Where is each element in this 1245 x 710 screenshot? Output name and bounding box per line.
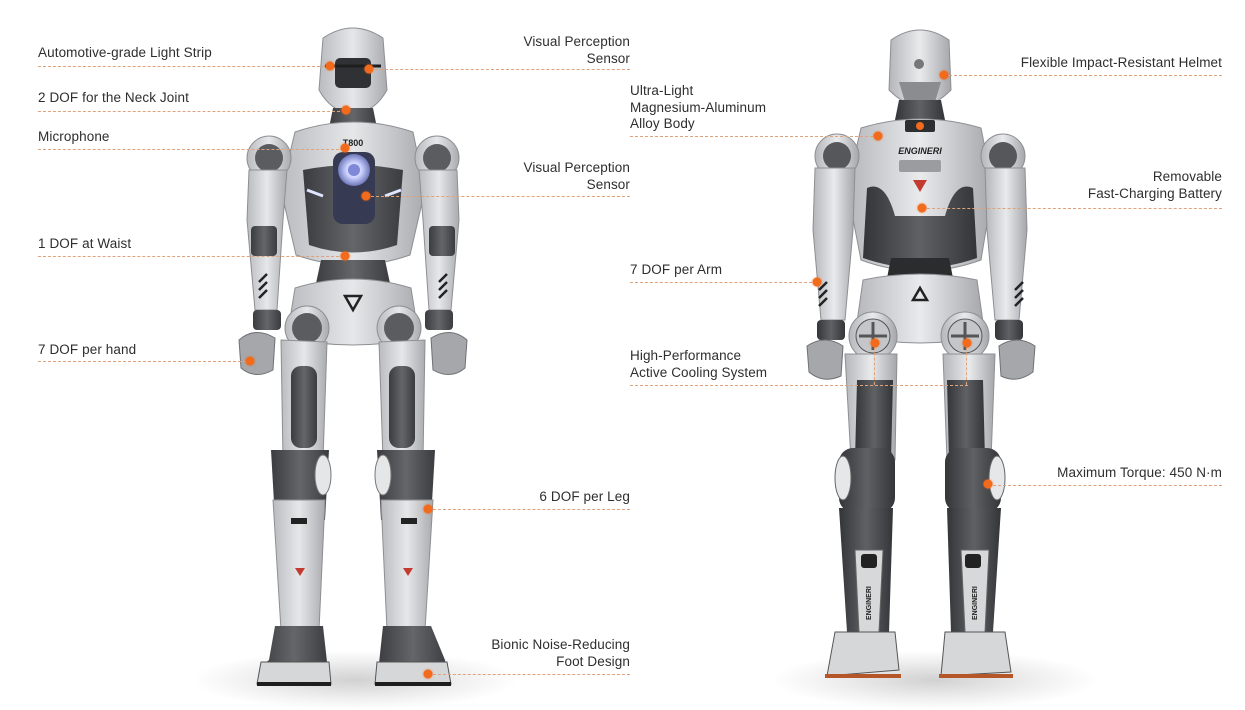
callout-waist-dot [340, 251, 350, 261]
back-left-shin-mark: ENGINERI [866, 586, 873, 620]
callout-waist-leader [38, 256, 344, 257]
callout-helmet-leader [944, 75, 1222, 76]
front-chest-mark: T800 [343, 138, 364, 148]
callout-foot-label: Bionic Noise-Reducing Foot Design [440, 637, 630, 670]
callout-microphone-leader [38, 149, 344, 150]
front-robot-illustration: T800 [238, 27, 468, 686]
callout-cooling-line1: High-Performance [630, 348, 742, 363]
callout-visual-sensor-chest-dot [361, 191, 371, 201]
callout-battery-line1: Removable [1152, 169, 1222, 184]
callout-neck-joint-label: 2 DOF for the Neck Joint [38, 90, 189, 105]
callout-arm-label: 7 DOF per Arm [630, 262, 723, 277]
callout-battery-label: Removable Fast-Charging Battery [1000, 169, 1222, 202]
callout-torque-dot [983, 479, 993, 489]
callout-cooling-leader-left-fan [874, 343, 875, 385]
callout-visual-sensor-head-label: Visual Perception Sensor [470, 34, 630, 67]
callout-visual-sensor-chest-label: Visual Perception Sensor [470, 160, 630, 193]
callout-foot-dot [423, 669, 433, 679]
callout-body-alloy-line1: Ultra-Light [630, 83, 694, 98]
callout-hand-label: 7 DOF per hand [38, 342, 137, 357]
callout-visual-sensor-head-line1: Visual Perception [523, 34, 630, 49]
back-robot-illustration: ENGINERI [806, 29, 1036, 678]
callout-microphone-dot [340, 143, 350, 153]
callout-visual-sensor-head-dot [364, 64, 374, 74]
callout-helmet-label: Flexible Impact-Resistant Helmet [1020, 55, 1222, 70]
callout-torque-leader [988, 485, 1222, 486]
callout-visual-sensor-chest-line2: Sensor [586, 176, 630, 192]
callout-light-strip-dot [325, 61, 335, 71]
callout-waist-label: 1 DOF at Waist [38, 236, 132, 251]
back-right-shin-mark: ENGINERI [972, 586, 979, 620]
callout-microphone-label: Microphone [38, 129, 110, 144]
callout-arm-dot [812, 277, 822, 287]
callout-hand-dot [245, 356, 255, 366]
callout-visual-sensor-chest-leader [366, 196, 630, 197]
callout-cooling-leader [630, 385, 968, 386]
callout-body-alloy-line2: Magnesium-Aluminum [630, 99, 767, 115]
callout-helmet-dot [939, 70, 949, 80]
callout-cooling-label: High-Performance Active Cooling System [630, 348, 767, 381]
callout-visual-sensor-head-leader [370, 69, 630, 70]
callout-cooling-leader-right-fan [966, 343, 967, 385]
callout-battery-leader [922, 208, 1222, 209]
callout-neck-joint-leader [38, 111, 345, 112]
callout-body-alloy-line3: Alloy Body [630, 116, 695, 131]
callout-body-alloy-leader [630, 136, 878, 137]
callout-visual-sensor-head-line2: Sensor [586, 50, 630, 66]
callout-torque-label: Maximum Torque: 450 N·m [1057, 465, 1222, 480]
callout-cooling-dot-right [962, 338, 972, 348]
callout-light-strip-label: Automotive-grade Light Strip [38, 45, 212, 60]
callout-foot-line1: Bionic Noise-Reducing [491, 637, 630, 652]
callout-leg-leader [428, 509, 630, 510]
callout-visual-sensor-chest-line1: Visual Perception [523, 160, 630, 175]
callout-body-alloy-dot [873, 131, 883, 141]
callout-neck-joint-dot [341, 105, 351, 115]
callout-body-alloy-label: Ultra-Light Magnesium-Aluminum Alloy Bod… [630, 83, 766, 133]
callout-leg-label: 6 DOF per Leg [539, 489, 630, 504]
callout-cooling-line2: Active Cooling System [630, 364, 768, 380]
back-mark: ENGINERI [898, 146, 942, 156]
callout-arm-leader [630, 282, 817, 283]
callout-hand-leader [38, 361, 251, 362]
callout-foot-leader [428, 674, 630, 675]
callout-leg-dot [423, 504, 433, 514]
callout-foot-line2: Foot Design [556, 653, 630, 669]
callout-light-strip-leader [38, 66, 330, 67]
callout-battery-dot [917, 203, 927, 213]
callout-cooling-dot-left [870, 338, 880, 348]
callout-battery-line2: Fast-Charging Battery [1087, 185, 1222, 201]
